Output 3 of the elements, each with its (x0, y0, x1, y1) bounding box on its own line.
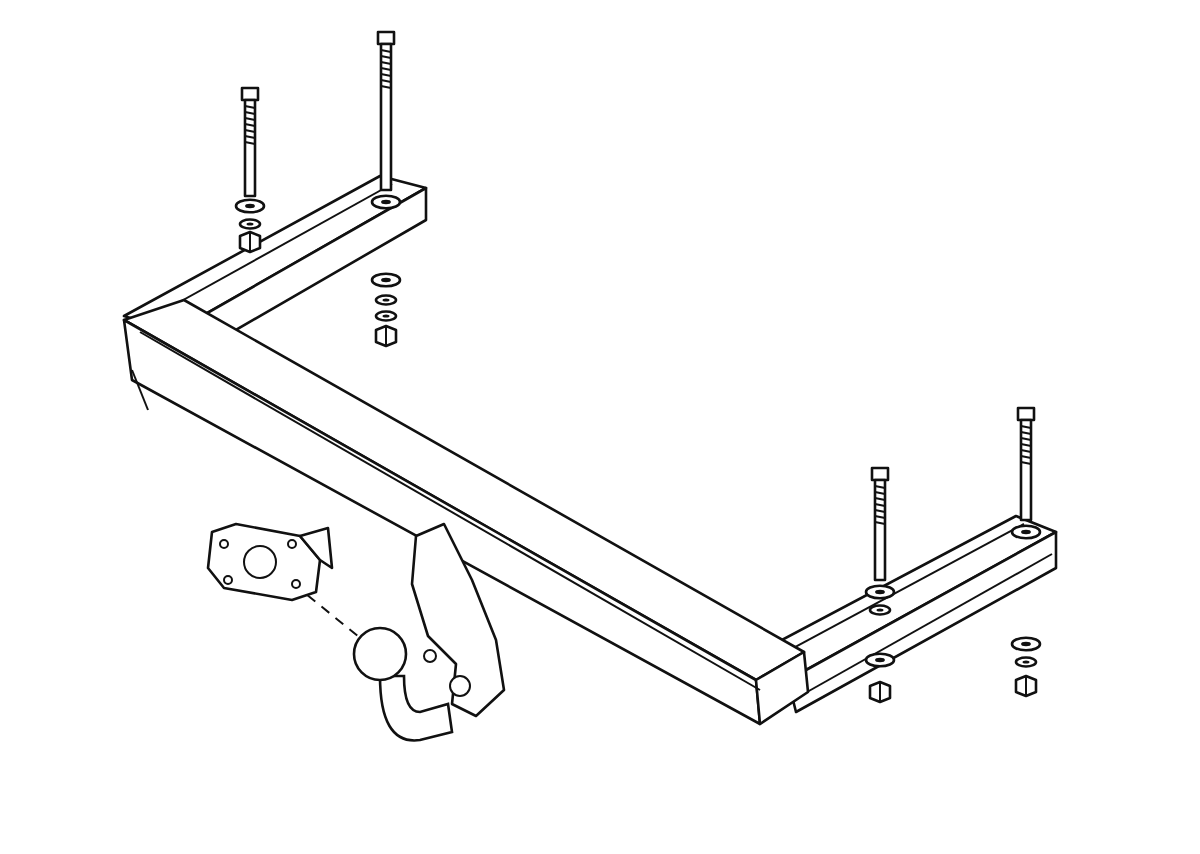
tow-ball (352, 626, 454, 742)
dashed-line (306, 594, 361, 639)
socket-plate (206, 522, 334, 602)
